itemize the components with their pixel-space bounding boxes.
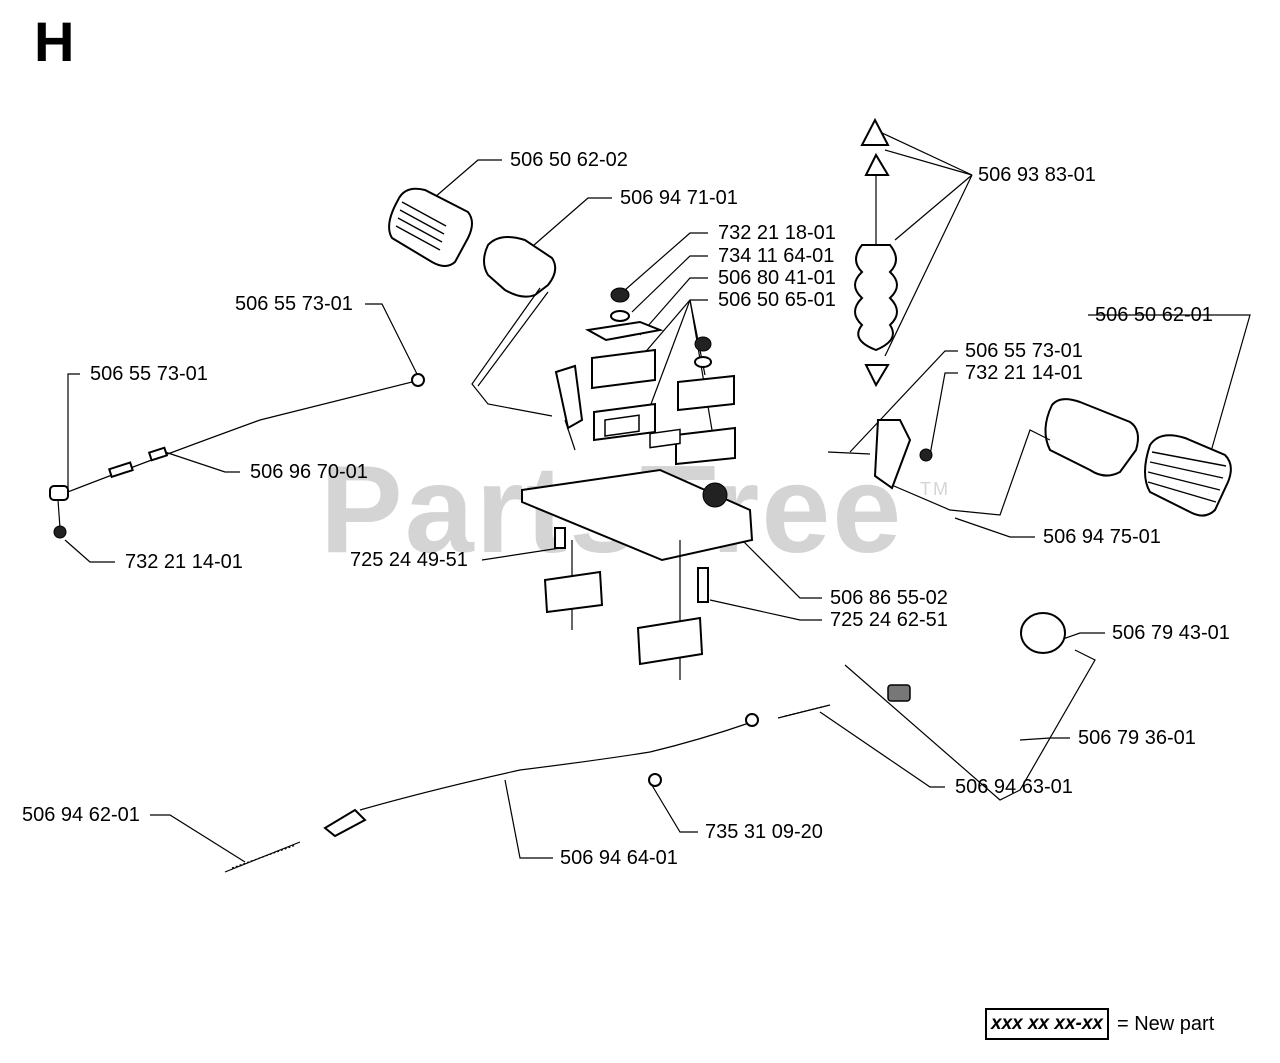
left-pedal-arm bbox=[471, 235, 584, 451]
callout-label: 725 24 49-51 bbox=[350, 549, 468, 571]
callout-label: 506 94 63-01 bbox=[955, 776, 1073, 798]
callout-label: 506 93 83-01 bbox=[978, 164, 1096, 186]
callout-label: 506 94 62-01 bbox=[22, 804, 140, 826]
knob-rod bbox=[844, 612, 1096, 801]
callout-label: 506 55 73-01 bbox=[235, 293, 353, 315]
callout-label: 506 94 71-01 bbox=[620, 187, 738, 209]
callout-label: 506 50 62-02 bbox=[510, 149, 628, 171]
legend-text: = New part bbox=[1117, 1012, 1215, 1035]
callout-label: 734 11 64-01 bbox=[718, 245, 835, 267]
callout-label: 506 80 41-01 bbox=[718, 267, 836, 289]
spring-strut bbox=[854, 117, 898, 388]
callout-label: 506 79 43-01 bbox=[1112, 622, 1230, 644]
right-pedal-pad bbox=[1144, 434, 1232, 517]
left-cable bbox=[49, 373, 425, 539]
legend-sample-box: xxx xx xx-xx bbox=[985, 1008, 1109, 1040]
callout-label: 506 94 64-01 bbox=[560, 847, 678, 869]
callout-label: 506 50 62-01 bbox=[1095, 304, 1213, 326]
callout-label: 506 86 55-02 bbox=[830, 587, 948, 609]
watermark-trademark: TM bbox=[920, 479, 950, 499]
callout-label: 506 79 36-01 bbox=[1078, 727, 1196, 749]
legend: xxx xx xx-xx = New part bbox=[985, 1008, 1214, 1040]
callout-label: 506 94 75-01 bbox=[1043, 526, 1161, 548]
base-plate bbox=[521, 414, 754, 680]
callout-label: 735 31 09-20 bbox=[705, 821, 823, 843]
section-letter: H bbox=[34, 10, 75, 73]
callout-label: 725 24 62-51 bbox=[830, 609, 948, 631]
callout-label: 732 21 18-01 bbox=[718, 222, 836, 244]
callout-label: 506 55 73-01 bbox=[90, 363, 208, 385]
callout-label: 732 21 14-01 bbox=[125, 551, 243, 573]
callout-label: 506 96 70-01 bbox=[250, 461, 368, 483]
callout-label: 506 55 73-01 bbox=[965, 340, 1083, 362]
lower-cable bbox=[224, 704, 831, 873]
right-pedal-arm bbox=[827, 398, 1139, 516]
callout-label: 732 21 14-01 bbox=[965, 362, 1083, 384]
left-pedal-pad bbox=[388, 187, 473, 267]
callout-label: 506 50 65-01 bbox=[718, 289, 836, 311]
